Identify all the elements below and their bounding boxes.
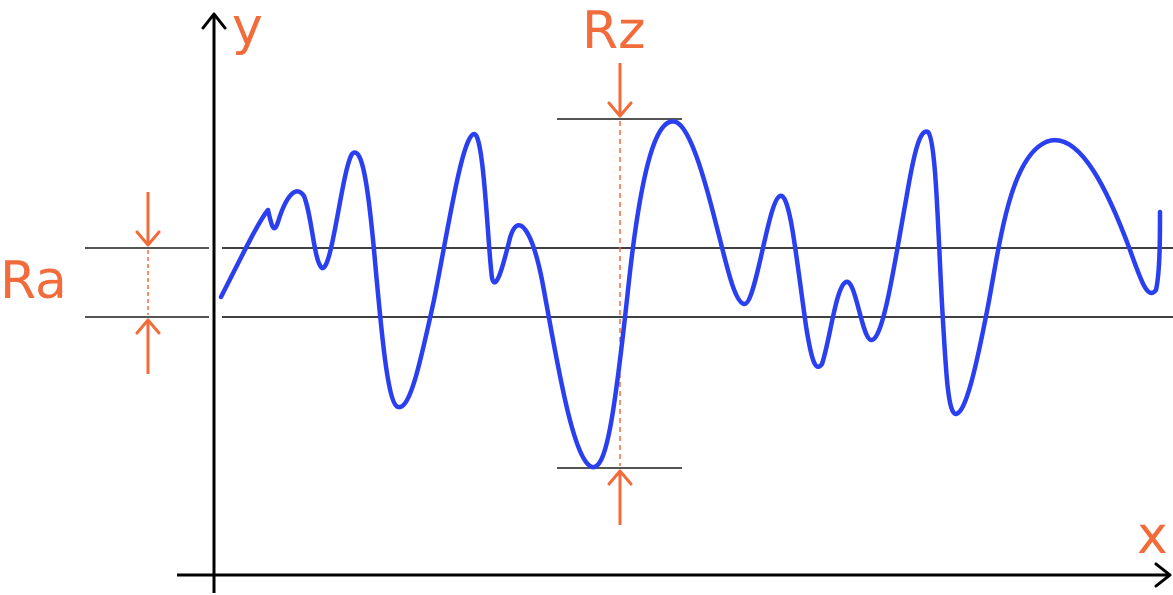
rz-annotation: Rz: [557, 1, 682, 525]
y-axis-arrowhead: [201, 12, 227, 30]
rz-label: Rz: [582, 1, 645, 61]
reference-lines: [222, 247, 1173, 318]
y-axis-label: y: [232, 0, 263, 57]
surface-profile-curve: [218, 119, 1163, 470]
ra-annotation: Ra: [0, 192, 209, 374]
rz-top-arrow-head: [607, 101, 633, 118]
x-axis-arrowhead: [1154, 562, 1172, 588]
rz-bottom-arrow-head: [607, 469, 633, 486]
axes: [177, 12, 1172, 593]
ra-bottom-arrow-head: [135, 318, 161, 335]
ra-label: Ra: [0, 251, 67, 311]
x-axis-label: x: [1137, 506, 1168, 566]
ra-top-arrow-head: [135, 230, 161, 247]
